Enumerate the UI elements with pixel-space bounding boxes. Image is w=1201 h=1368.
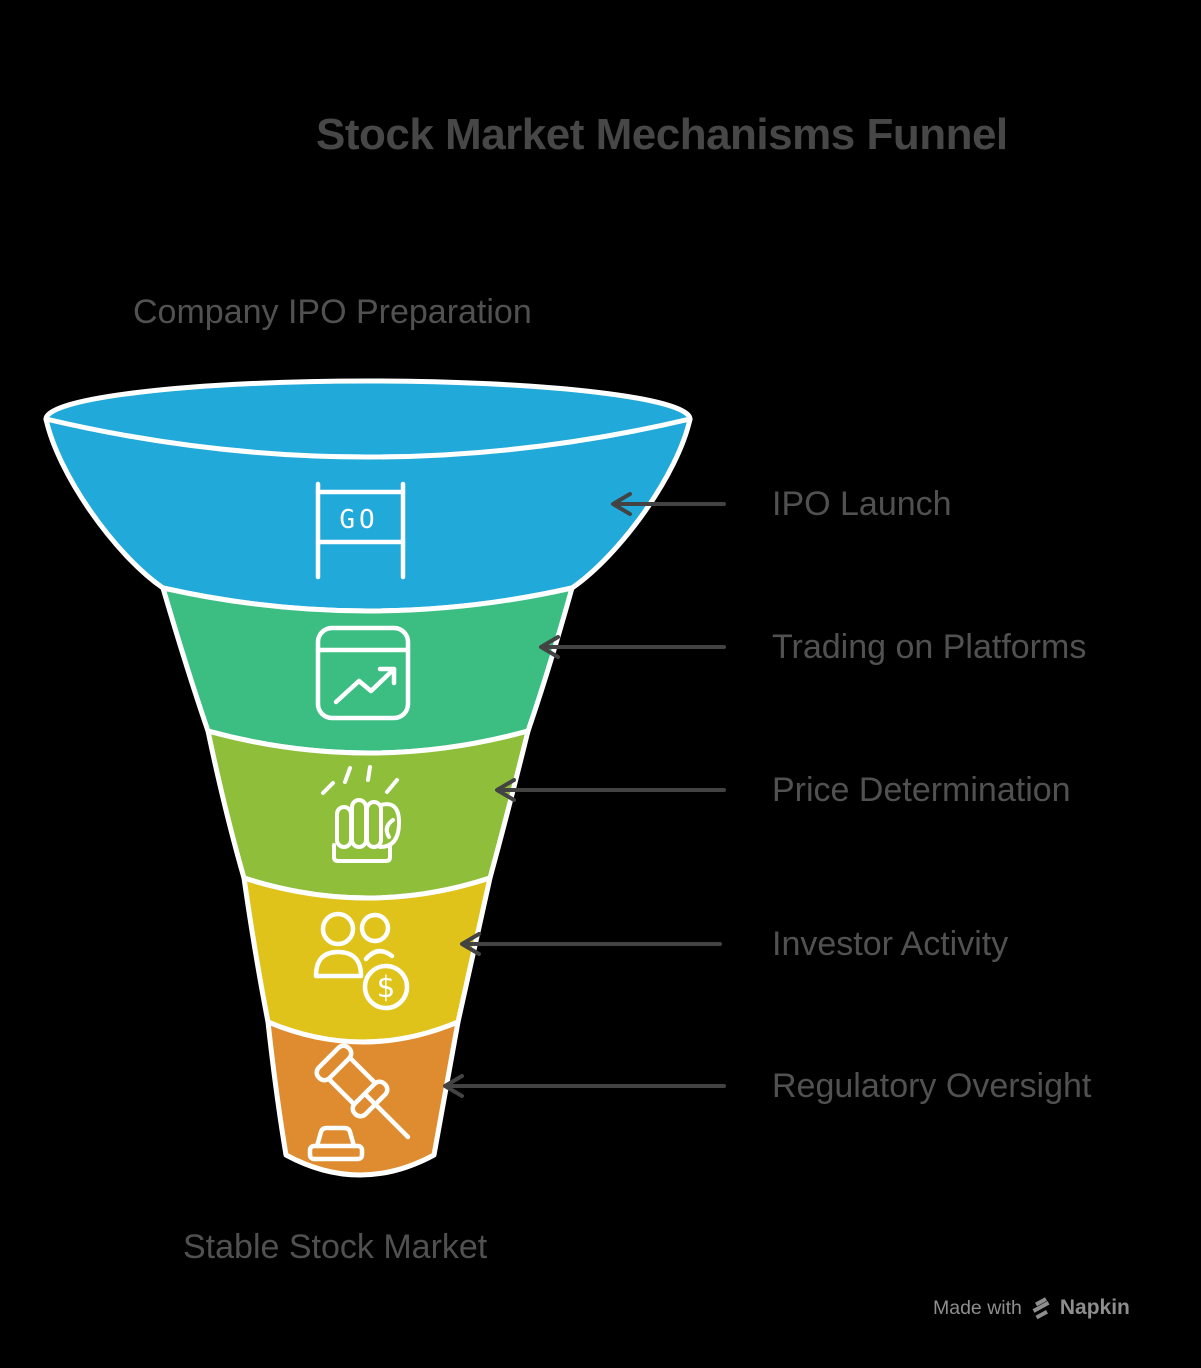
- arrow-regulatory: [443, 1074, 726, 1098]
- arrow-investor: [460, 932, 722, 956]
- arrow-trading: [539, 635, 726, 659]
- funnel-stage-trading: [160, 585, 575, 756]
- arrow-ipo-launch: [611, 492, 726, 516]
- raised-fist-icon: [321, 765, 402, 863]
- watermark: Made with Napkin: [933, 1295, 1130, 1321]
- stage-label-ipo-launch: IPO Launch: [772, 485, 952, 523]
- investors-icon: $: [313, 911, 410, 1011]
- stage-label-price: Price Determination: [772, 771, 1071, 809]
- connector-arrows: [443, 492, 726, 1098]
- funnel-input-label: Company IPO Preparation: [133, 293, 532, 331]
- stage-label-investor: Investor Activity: [772, 925, 1009, 963]
- dollar-sign-text: $: [377, 970, 395, 1004]
- watermark-brand: Napkin: [1059, 1296, 1130, 1319]
- go-sign-text: GO: [339, 505, 378, 535]
- napkin-logo-icon: [1032, 1297, 1050, 1320]
- go-sign-icon: GO: [315, 481, 406, 580]
- gavel-icon: [307, 1043, 411, 1162]
- funnel-output-label: Stable Stock Market: [183, 1228, 488, 1266]
- page-title: Stock Market Mechanisms Funnel: [316, 110, 1008, 159]
- stage-label-trading: Trading on Platforms: [772, 628, 1087, 666]
- arrow-price: [495, 778, 726, 802]
- watermark-made-with: Made with: [933, 1296, 1022, 1319]
- funnel-stage-ipo-launch: [43, 416, 693, 614]
- trading-chart-icon: [315, 625, 411, 721]
- stage-label-regulatory: Regulatory Oversight: [772, 1067, 1092, 1105]
